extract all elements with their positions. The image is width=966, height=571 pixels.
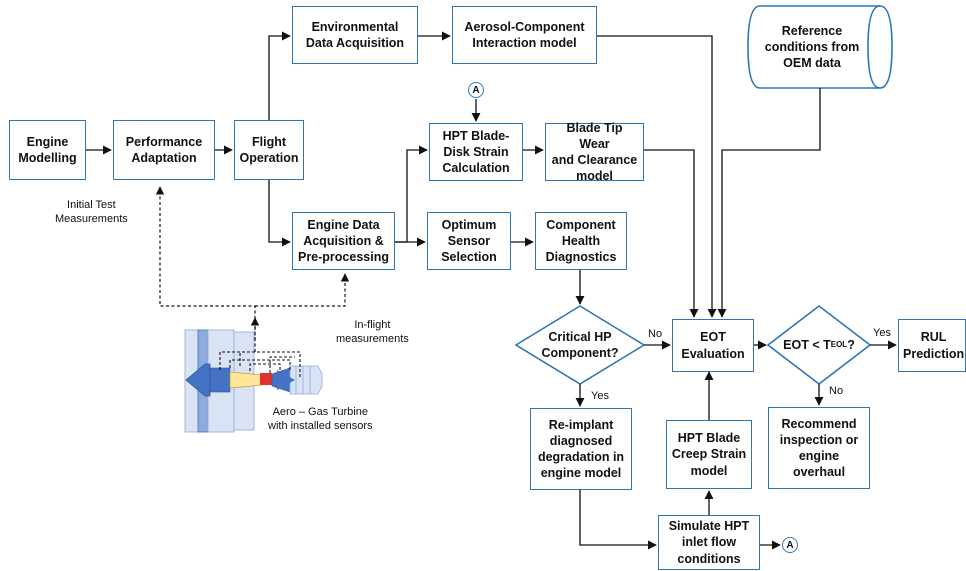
connector-a-top-label: A (472, 84, 480, 96)
eot-yes-label: Yes (873, 326, 891, 340)
eot-no-text: No (829, 385, 844, 397)
blade-tip-wear-text: Blade Tip Wear and Clearance model (551, 120, 638, 184)
engine-modelling-text: Engine Modelling (18, 134, 77, 165)
aero-gas-turbine-label: Aero – Gas Turbine with installed sensor… (268, 405, 373, 434)
eot-yes-text: Yes (873, 327, 891, 339)
eot-evaluation-box: EOT Evaluation (672, 319, 754, 372)
component-health-text: Component Health Diagnostics (545, 217, 617, 265)
connector-a-bottom: A (782, 537, 798, 553)
eot-decision-end: ? (847, 337, 855, 352)
blade-tip-wear-box: Blade Tip Wear and Clearance model (545, 121, 644, 183)
creep-strain-box: HPT Blade Creep Strain model (666, 420, 752, 489)
recommend-text: Recommend inspection or engine overhaul (779, 416, 859, 480)
flight-operation-text: Flight Operation (239, 134, 299, 165)
component-health-box: Component Health Diagnostics (535, 212, 627, 270)
engine-data-acquisition-box: Engine Data Acquisition & Pre-processing (292, 212, 395, 270)
rul-prediction-box: RUL Prediction (898, 319, 966, 372)
rul-prediction-text: RUL Prediction (903, 330, 965, 361)
eot-no-label: No (829, 384, 843, 398)
in-flight-text: In-flight measurements (336, 319, 409, 346)
hpt-strain-box: HPT Blade- Disk Strain Calculation (429, 123, 523, 181)
initial-test-label: Initial Test Measurements (55, 198, 128, 227)
engine-data-acquisition-text: Engine Data Acquisition & Pre-processing (297, 217, 389, 265)
environmental-data-text: Environmental Data Acquisition (305, 19, 405, 50)
simulate-hpt-text: Simulate HPT inlet flow conditions (668, 519, 750, 566)
optimum-sensor-text: Optimum Sensor Selection (441, 217, 497, 265)
critical-yes-text: Yes (591, 390, 609, 402)
environmental-data-box: Environmental Data Acquisition (292, 6, 418, 64)
connector-a-bottom-label: A (786, 539, 794, 551)
recommend-box: Recommend inspection or engine overhaul (768, 407, 870, 489)
turbine-illustration (184, 329, 323, 433)
reimplant-box: Re-implant diagnosed degradation in engi… (530, 408, 632, 490)
performance-adaptation-box: Performance Adaptation (113, 120, 215, 180)
flight-operation-box: Flight Operation (234, 120, 304, 180)
reference-conditions-text: Reference conditions from OEM data (764, 23, 860, 71)
optimum-sensor-box: Optimum Sensor Selection (427, 212, 511, 270)
engine-modelling-box: Engine Modelling (9, 120, 86, 180)
reimplant-text: Re-implant diagnosed degradation in engi… (537, 417, 625, 481)
in-flight-label: In-flight measurements (336, 318, 409, 347)
aerosol-model-box: Aerosol-Component Interaction model (452, 6, 597, 64)
hpt-strain-text: HPT Blade- Disk Strain Calculation (442, 128, 510, 176)
performance-adaptation-text: Performance Adaptation (125, 134, 203, 165)
critical-no-label: No (648, 327, 662, 341)
critical-yes-label: Yes (591, 389, 609, 403)
aero-gas-turbine-text: Aero – Gas Turbine with installed sensor… (268, 406, 373, 433)
eot-decision-main: EOT < T (783, 337, 831, 352)
creep-strain-text: HPT Blade Creep Strain model (671, 431, 747, 478)
eot-evaluation-text: EOT Evaluation (681, 330, 745, 361)
eot-decision-sub: EOL (830, 339, 848, 349)
aerosol-model-text: Aerosol-Component Interaction model (464, 19, 585, 50)
simulate-hpt-box: Simulate HPT inlet flow conditions (658, 515, 760, 570)
connector-a-top: A (468, 82, 484, 98)
critical-hp-text-wrap: Critical HP Component? (526, 325, 634, 365)
initial-test-text: Initial Test Measurements (55, 199, 128, 226)
critical-hp-text: Critical HP Component? (541, 329, 619, 360)
critical-no-text: No (648, 328, 663, 340)
reference-conditions-text-wrap: Reference conditions from OEM data (754, 12, 870, 82)
